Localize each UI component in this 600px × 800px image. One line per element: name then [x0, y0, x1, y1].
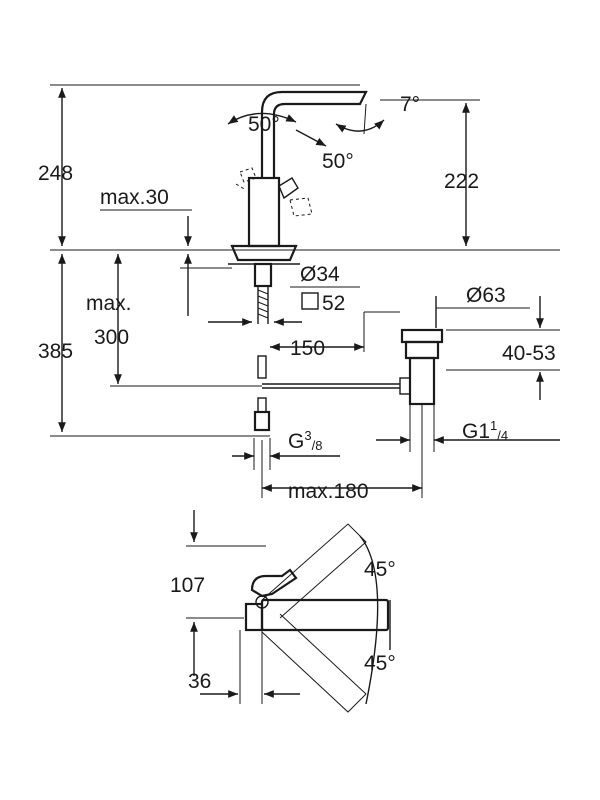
label-107: 107 — [170, 574, 205, 597]
label-248: 248 — [38, 162, 73, 185]
top-view-dimensions — [186, 510, 300, 704]
label-300: 300 — [94, 326, 129, 349]
label-150: 150 — [290, 337, 325, 360]
label-angle-45-top: 45° — [364, 558, 396, 581]
label-max180: max.180 — [288, 480, 369, 503]
faucet-top-view — [244, 523, 391, 713]
label-max30: max.30 — [100, 186, 169, 209]
label-max: max. — [86, 292, 132, 315]
label-40-53: 40-53 — [502, 342, 556, 365]
label-angle-50-left: 50° — [248, 113, 280, 136]
square-icon — [301, 292, 319, 310]
label-g38: G3/8 — [288, 428, 322, 453]
label-d34: Ø34 — [300, 263, 340, 286]
pop-up-waste — [262, 328, 444, 406]
label-sq52: 52 — [322, 292, 345, 315]
label-angle-7: 7° — [400, 93, 420, 116]
label-36: 36 — [188, 670, 211, 693]
label-d63: Ø63 — [466, 284, 506, 307]
dimension-lines — [50, 84, 560, 498]
faucet-side-view — [228, 90, 368, 432]
label-385: 385 — [38, 340, 73, 363]
label-angle-45-bottom: 45° — [364, 652, 396, 675]
label-g114: G11/4 — [462, 418, 508, 443]
label-222: 222 — [444, 170, 479, 193]
dimension-labels: 7° 50° 50° 248 222 max.30 Ø34 52 Ø63 max… — [38, 93, 556, 693]
label-angle-50-right: 50° — [322, 150, 354, 173]
